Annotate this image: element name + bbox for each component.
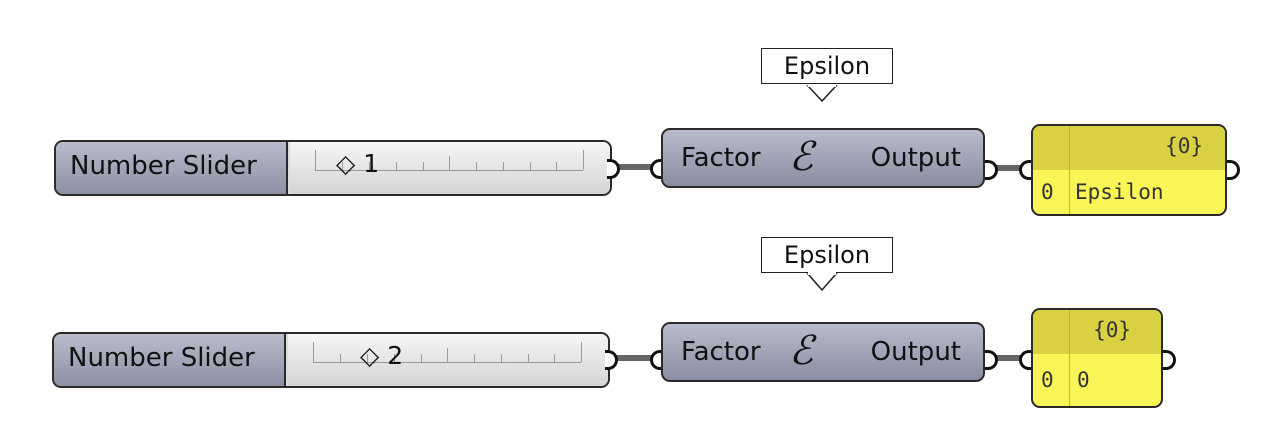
slider-tick (394, 354, 395, 362)
slider-tick (581, 342, 582, 362)
slider-grip[interactable]: ◇ 2 (360, 341, 403, 370)
tooltip: Epsilon (761, 48, 893, 84)
slider-label: Number Slider (54, 334, 286, 386)
panel[interactable]: {0} 0 Epsilon (1031, 124, 1227, 216)
slider-tick (474, 354, 475, 362)
factor-input-label: Factor (681, 143, 761, 173)
slider-rail (313, 362, 581, 363)
panel-separator (1069, 126, 1070, 214)
slider-tick (313, 342, 314, 362)
panel-path: {0} (1033, 126, 1225, 170)
panel-input-port[interactable] (1019, 160, 1032, 180)
panel-separator (1069, 310, 1070, 406)
slider-tick (476, 162, 477, 170)
panel-value: Epsilon (1075, 180, 1164, 204)
epsilon-component[interactable]: Factor ℰ Output (661, 128, 985, 188)
slider-track[interactable]: ◇ 1 (290, 142, 610, 194)
panel-index: 0 (1041, 180, 1054, 204)
slider-value: 2 (387, 341, 404, 370)
epsilon-component[interactable]: Factor ℰ Output (661, 322, 985, 382)
slider-tick (367, 354, 368, 362)
tooltip-pointer-mask (808, 272, 836, 275)
panel-input-port[interactable] (1019, 350, 1032, 370)
slider-tick (501, 354, 502, 362)
slider-tick (554, 354, 555, 362)
epsilon-icon: ℰ (789, 328, 814, 374)
slider-tick (342, 162, 343, 170)
slider-tick (528, 354, 529, 362)
slider-tick (340, 354, 341, 362)
number-slider[interactable]: Number Slider ◇ 1 (54, 140, 612, 196)
tooltip-pointer (806, 85, 838, 103)
panel-path: {0} (1033, 310, 1161, 354)
slider-output-port[interactable] (607, 159, 620, 179)
component-output-port[interactable] (985, 350, 998, 370)
slider-tick (556, 162, 557, 170)
slider-tick (315, 150, 316, 170)
slider-track[interactable]: ◇ 2 (288, 334, 608, 386)
slider-label: Number Slider (56, 142, 288, 194)
panel-output-port[interactable] (1163, 350, 1176, 370)
slider-rail (315, 170, 583, 171)
output-label: Output (870, 337, 961, 367)
tooltip-pointer (806, 273, 838, 292)
output-label: Output (870, 143, 961, 173)
slider-tick (396, 162, 397, 170)
component-output-port[interactable] (985, 160, 998, 180)
panel-output-port[interactable] (1227, 160, 1240, 180)
panel[interactable]: {0} 0 0 (1031, 308, 1163, 408)
tooltip-pointer-mask (808, 84, 836, 87)
panel-index: 0 (1041, 368, 1054, 392)
factor-input-port[interactable] (650, 159, 663, 179)
slider-tick (423, 162, 424, 170)
slider-tick (447, 348, 448, 362)
diamond-icon: ◇ (360, 341, 380, 370)
factor-input-label: Factor (681, 337, 761, 367)
diamond-icon: ◇ (336, 149, 356, 178)
slider-tick (530, 162, 531, 170)
panel-value: 0 (1077, 368, 1090, 392)
slider-tick (583, 150, 584, 170)
slider-output-port[interactable] (605, 350, 618, 370)
factor-input-port[interactable] (650, 350, 663, 370)
slider-tick (449, 156, 450, 170)
slider-tick (421, 354, 422, 362)
slider-tick (503, 162, 504, 170)
number-slider[interactable]: Number Slider ◇ 2 (52, 332, 610, 388)
slider-value: 1 (363, 149, 380, 178)
slider-tick (369, 162, 370, 170)
tooltip: Epsilon (761, 237, 893, 273)
slider-grip[interactable]: ◇ 1 (336, 149, 379, 178)
epsilon-icon: ℰ (789, 134, 814, 180)
